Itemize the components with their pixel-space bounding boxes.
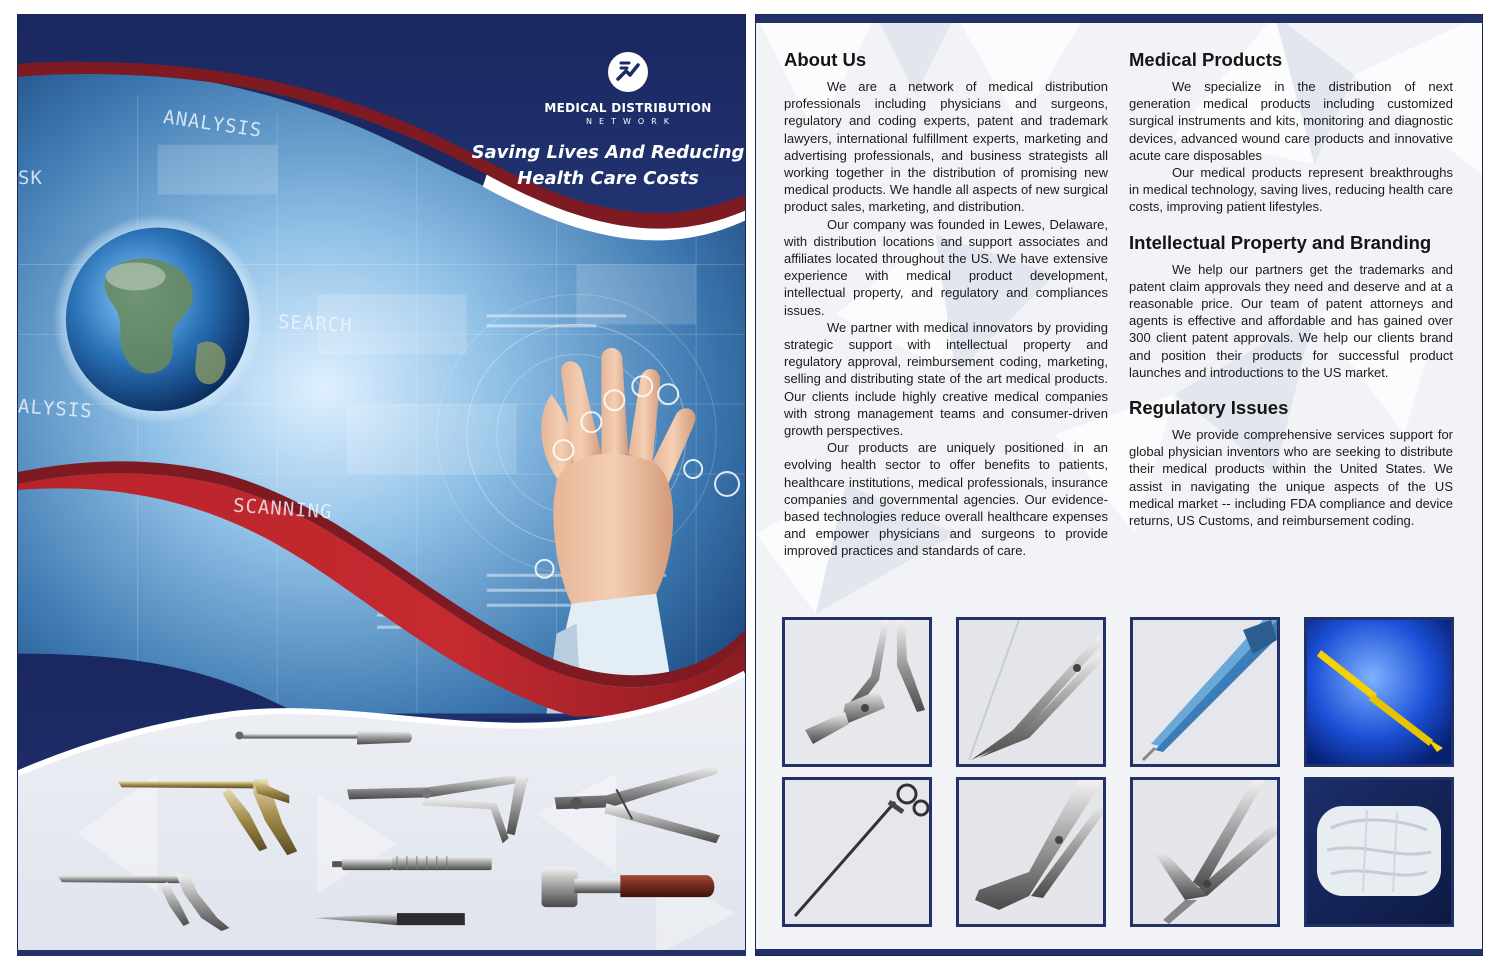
regulatory-paragraph-1: We provide comprehensive services suppor…: [1129, 427, 1453, 529]
products-heading: Medical Products: [1129, 49, 1283, 70]
product-thumb-2: [956, 617, 1106, 767]
ip-paragraph-1: We help our partners get the trademarks …: [1129, 261, 1453, 380]
curved-clamp-icon: [959, 780, 1103, 924]
bone-cutter-icon: [785, 620, 929, 764]
hud-label-sk: SK: [18, 167, 43, 189]
tagline-line-2: Health Care Costs: [517, 168, 699, 189]
about-paragraph-2: Our company was founded in Lewes, Delawa…: [784, 216, 1108, 318]
cutting-forceps-icon: [554, 765, 721, 844]
product-thumb-8: [1304, 777, 1454, 927]
chisel-icon: [332, 856, 492, 871]
bottom-rule: [756, 949, 1482, 955]
forceps-icon: [1133, 620, 1277, 764]
about-paragraph-4: Our products are uniquely positioned in …: [784, 440, 1108, 559]
products-paragraph-1: We specialize in the distribution of nex…: [1129, 79, 1453, 163]
yellow-probe-icon: [1307, 620, 1451, 764]
wound-dressing-icon: [1307, 780, 1451, 924]
about-heading: About Us: [784, 49, 867, 70]
rongeur-gold-icon: [117, 779, 298, 856]
products-paragraph-2: Our medical products represent breakthro…: [1129, 165, 1453, 215]
product-thumb-6: [956, 777, 1106, 927]
logo-subname: NETWORK: [586, 117, 676, 126]
logo-name: MEDICAL DISTRIBUTION: [544, 101, 712, 115]
company-logo: MEDICAL DISTRIBUTION NETWORK: [523, 51, 733, 126]
cover-artwork: [18, 15, 745, 955]
product-thumb-7: [1130, 777, 1280, 927]
rongeur-steel-icon: [57, 873, 230, 932]
mallet-icon: [541, 867, 715, 908]
product-thumb-5: [782, 777, 932, 927]
osteotome-icon: [315, 913, 465, 926]
about-column: About Us We are a network of medical dis…: [784, 49, 1108, 560]
curette-icon: [235, 730, 412, 745]
laparoscopic-grasper-icon: [785, 780, 929, 924]
about-paragraph-3: We partner with medical innovators by pr…: [784, 319, 1108, 439]
brochure-cover: ANALYSIS SK SEARCH ALYSIS SCANNING MEDIC…: [17, 14, 746, 956]
services-column: Medical Products We specialize in the di…: [1129, 49, 1453, 529]
hud-label-search: SEARCH: [277, 311, 354, 337]
product-thumb-4: [1304, 617, 1454, 767]
regulatory-heading: Regulatory Issues: [1129, 397, 1289, 419]
top-rule: [756, 15, 1482, 23]
product-thumb-3: [1130, 617, 1280, 767]
bone-cutter-icon: [347, 773, 529, 844]
needle-holder-icon: [959, 620, 1103, 764]
mdn-logo-icon: [608, 52, 648, 92]
angled-scissors-icon: [1133, 780, 1277, 924]
cover-bottom-rule: [17, 950, 746, 956]
about-paragraph-1: We are a network of medical distribution…: [784, 79, 1108, 215]
product-thumb-1: [782, 617, 932, 767]
ip-heading: Intellectual Property and Branding: [1129, 231, 1432, 253]
brochure-inside: About Us We are a network of medical dis…: [755, 14, 1483, 956]
tagline: Saving Lives And Reducing Health Care Co…: [468, 140, 745, 192]
tagline-line-1: Saving Lives And Reducing: [471, 142, 745, 163]
